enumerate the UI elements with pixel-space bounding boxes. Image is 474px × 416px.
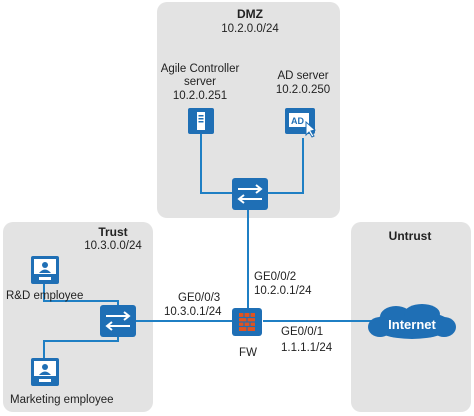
dmz-switch-icon bbox=[232, 178, 268, 210]
marketing-employee-icon bbox=[31, 358, 59, 386]
internet-cloud-icon: Internet bbox=[368, 304, 456, 339]
rd-employee-icon bbox=[31, 256, 59, 284]
ad-server-ip: 10.2.0.250 bbox=[275, 84, 331, 96]
rd-employee-label: R&D employee bbox=[6, 290, 84, 302]
link-controller-dmz-switch bbox=[200, 134, 232, 194]
ad-server-icon: AD bbox=[285, 108, 317, 138]
link-marketing-trust-switch bbox=[43, 333, 119, 358]
trust-subnet: 10.3.0.0/24 bbox=[84, 240, 142, 252]
agile-controller-label-line2: server bbox=[184, 76, 216, 88]
dmz-subnet: 10.2.0.0/24 bbox=[221, 23, 279, 35]
ad-icon-text: AD bbox=[291, 116, 304, 126]
link-ad-dmz-switch bbox=[268, 138, 304, 194]
ge001-name: GE0/0/1 bbox=[281, 326, 324, 338]
firewall-label: FW bbox=[239, 347, 257, 359]
agile-controller-ip: 10.2.0.251 bbox=[172, 90, 228, 102]
ad-server-label: AD server bbox=[277, 70, 329, 82]
ge001-ip: 1.1.1.1/24 bbox=[281, 342, 333, 354]
firewall-icon bbox=[232, 308, 262, 336]
ge003-ip: 10.3.0.1/24 bbox=[164, 306, 222, 318]
trust-zone-title: Trust bbox=[98, 225, 128, 239]
agile-controller-label: Agile Controller bbox=[160, 63, 240, 75]
dmz-zone-title: DMZ bbox=[237, 7, 263, 21]
ge002-name: GE0/0/2 bbox=[254, 271, 297, 283]
marketing-employee-label: Marketing employee bbox=[10, 394, 114, 406]
ge002-ip: 10.2.0.1/24 bbox=[254, 285, 312, 297]
trust-switch-icon bbox=[100, 305, 136, 337]
ge003-name: GE0/0/3 bbox=[178, 292, 221, 304]
untrust-zone-title: Untrust bbox=[388, 229, 432, 243]
internet-label: Internet bbox=[388, 317, 436, 332]
server-icon bbox=[188, 108, 214, 134]
